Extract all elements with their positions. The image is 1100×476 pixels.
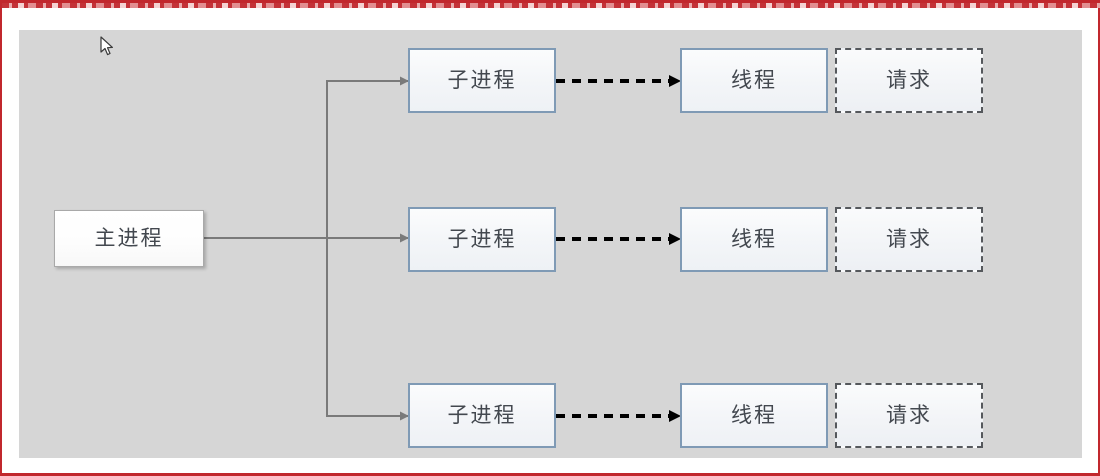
connector-vertical-bus	[326, 80, 328, 416]
connector-bus-to-child-2	[326, 237, 400, 239]
node-child-process-2-label: 子进程	[447, 227, 517, 251]
clipped-title-bar	[2, 3, 1100, 8]
mouse-pointer-icon	[100, 36, 113, 56]
node-thread-1[interactable]: 线程	[680, 48, 828, 113]
node-thread-3[interactable]: 线程	[680, 383, 828, 448]
node-thread-3-label: 线程	[731, 403, 777, 427]
connector-bus-to-child-1	[326, 80, 400, 82]
diagram-canvas[interactable]: 主进程 子进程 线程 请求 子进程 线程 请求 子进程 线程 请求	[19, 30, 1082, 458]
connector-bus-to-child-3	[326, 415, 400, 417]
node-thread-2[interactable]: 线程	[680, 207, 828, 272]
node-thread-1-label: 线程	[731, 68, 777, 92]
node-request-3-label: 请求	[886, 403, 932, 427]
node-child-process-3[interactable]: 子进程	[408, 383, 556, 448]
node-child-process-3-label: 子进程	[447, 403, 517, 427]
node-request-1-label: 请求	[886, 68, 932, 92]
connector-main-to-bus	[204, 237, 328, 239]
node-child-process-2[interactable]: 子进程	[408, 207, 556, 272]
node-main-process-label: 主进程	[94, 226, 164, 250]
node-request-2-label: 请求	[886, 227, 932, 251]
node-request-3[interactable]: 请求	[835, 383, 983, 448]
node-main-process[interactable]: 主进程	[54, 210, 204, 267]
node-request-2[interactable]: 请求	[835, 207, 983, 272]
node-request-1[interactable]: 请求	[835, 48, 983, 113]
node-child-process-1-label: 子进程	[447, 68, 517, 92]
node-thread-2-label: 线程	[731, 227, 777, 251]
node-child-process-1[interactable]: 子进程	[408, 48, 556, 113]
